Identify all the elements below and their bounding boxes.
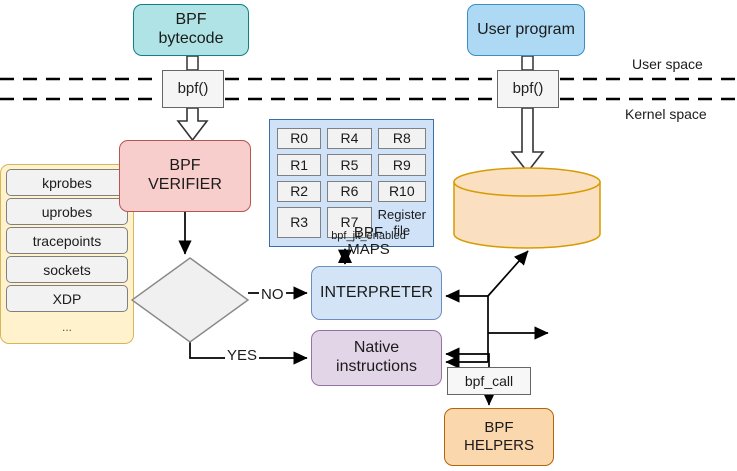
bpf-helpers-line1: BPF [484, 419, 514, 437]
node-syscall-right[interactable]: bpf() [497, 70, 559, 108]
bpf-call-label: bpf_call [464, 372, 514, 389]
native-line1: Native [353, 339, 400, 357]
edge-label-yes: YES [225, 347, 260, 364]
node-decision-jit[interactable]: bpf_jit_enabled [0, 0, 406, 242]
bpf-bytecode-line1: BPF [175, 11, 207, 29]
node-syscall-left[interactable]: bpf() [162, 70, 224, 108]
bpf-maps-line1: BPF [353, 223, 384, 241]
register-r5: R5 [327, 154, 372, 176]
bpf-helpers-line2: HELPERS [463, 437, 535, 454]
edge-label-no: NO [259, 286, 286, 303]
register-r4: R4 [327, 128, 372, 150]
hook-item-tracepoints[interactable]: tracepoints [6, 227, 128, 254]
node-register-file: R0 R4 R8 R1 R5 R9 R2 R6 R10 R3 R7 Regist… [269, 119, 434, 247]
register-r1: R1 [277, 154, 322, 176]
register-r7: R7 [327, 207, 372, 238]
bpf-verifier-line2: VERIFIER [148, 176, 222, 193]
register-r9: R9 [377, 154, 426, 176]
register-file-caption: Register file [377, 207, 426, 238]
node-bpf-maps[interactable]: BPF MAPS [0, 84, 390, 258]
node-bpf-call[interactable]: bpf_call [447, 367, 531, 395]
register-r10: R10 [377, 180, 426, 203]
register-r8: R8 [377, 128, 426, 150]
node-bpf-verifier[interactable]: BPF VERIFIER [119, 140, 251, 212]
node-hooks-list: kprobes uprobes tracepoints sockets XDP … [0, 164, 134, 344]
node-bpf-bytecode[interactable]: BPF bytecode [133, 4, 249, 56]
register-r2: R2 [277, 180, 322, 203]
hook-item-uprobes[interactable]: uprobes [6, 198, 128, 225]
user-program-label: User program [477, 20, 575, 38]
syscall-right-label: bpf() [512, 80, 544, 98]
native-line2: instructions [336, 358, 417, 375]
label-kernel-space: Kernel space [625, 106, 707, 122]
register-grid: R0 R4 R8 R1 R5 R9 R2 R6 R10 R3 R7 Regist… [270, 120, 433, 246]
syscall-left-label: bpf() [177, 80, 209, 98]
register-r6: R6 [327, 180, 372, 203]
hook-item-xdp[interactable]: XDP [6, 285, 128, 312]
node-bpf-helpers[interactable]: BPF HELPERS [444, 408, 554, 466]
bpf-verifier-line1: BPF [169, 157, 201, 175]
node-user-program[interactable]: User program [467, 4, 585, 56]
hook-item-kprobes[interactable]: kprobes [6, 169, 128, 196]
bpf-bytecode-line2: bytecode [158, 30, 224, 47]
register-r0: R0 [277, 128, 322, 150]
interpreter-label: INTERPRETER [320, 283, 433, 301]
node-interpreter[interactable]: INTERPRETER [311, 266, 442, 320]
bpf-maps-line2: MAPS [347, 240, 390, 258]
hook-item-ellipsis: ... [61, 319, 72, 334]
hook-item-sockets[interactable]: sockets [6, 256, 128, 283]
register-r3: R3 [277, 207, 322, 238]
node-native-instructions[interactable]: Native instructions [311, 330, 442, 386]
label-user-space: User space [632, 56, 703, 72]
